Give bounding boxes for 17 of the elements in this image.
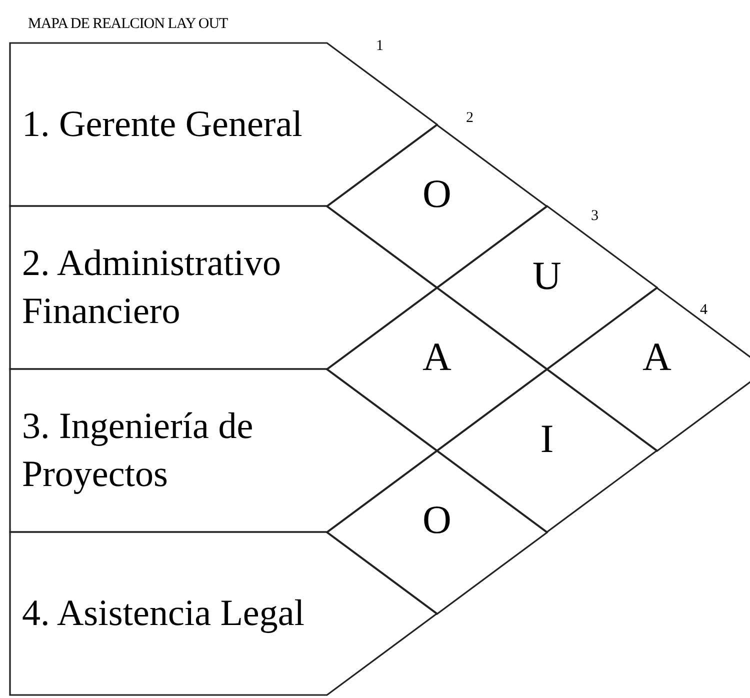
relationship-code: O bbox=[422, 498, 452, 542]
row-number: 4 bbox=[700, 302, 708, 318]
department-name: 4. Asistencia Legal bbox=[22, 592, 306, 636]
relationship-code: U bbox=[532, 254, 562, 298]
relationship-code: A bbox=[422, 335, 452, 379]
relationship-code: A bbox=[642, 335, 672, 379]
relationship-code: I bbox=[539, 416, 555, 460]
department-name: 2. Administrativo Financiero bbox=[22, 242, 282, 334]
relationship-diamond bbox=[327, 450, 547, 614]
department-name: 3. Ingeniería de Proyectos bbox=[22, 405, 254, 497]
row-number: 2 bbox=[466, 110, 474, 126]
chart-title: MAPA DE REALCION LAY OUT bbox=[28, 16, 228, 33]
department-name: 1. Gerente General bbox=[22, 103, 304, 147]
row-number: 3 bbox=[591, 208, 598, 224]
relationship-code: O bbox=[422, 172, 452, 216]
row-number: 1 bbox=[376, 38, 384, 54]
department-row bbox=[10, 532, 437, 695]
